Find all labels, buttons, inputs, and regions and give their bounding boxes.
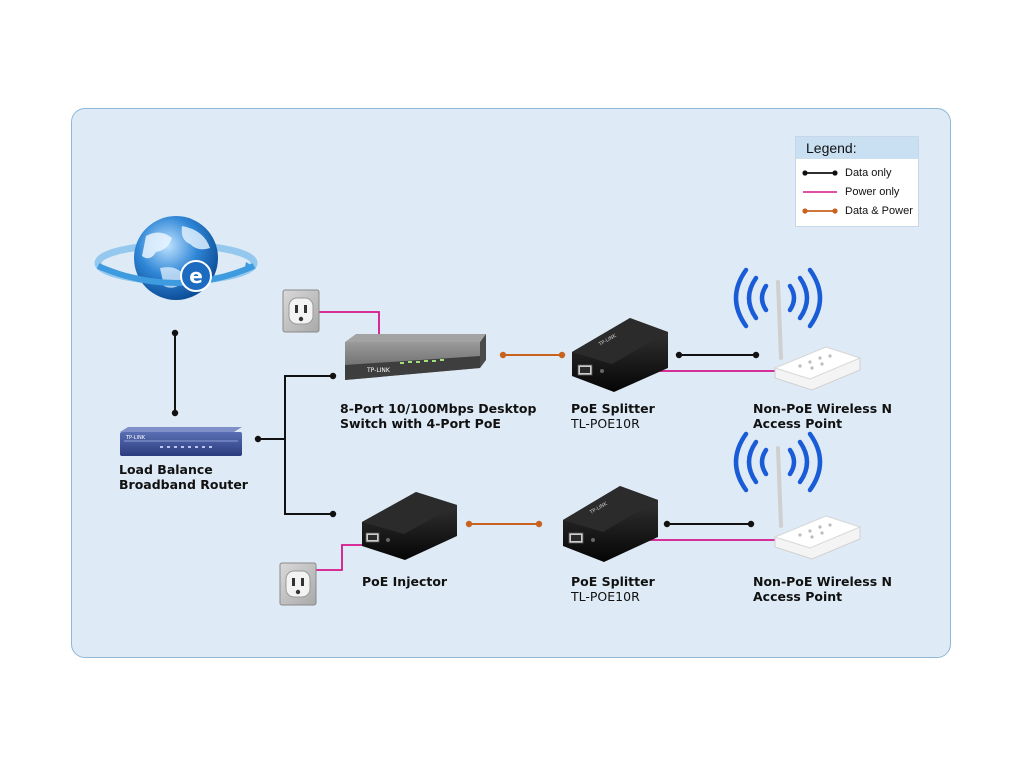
legend-data-power-label: Data & Power xyxy=(845,205,913,217)
data-link-router-injector xyxy=(284,439,337,518)
data-link-router-switch xyxy=(254,372,337,443)
data-link-splitter-top-ap xyxy=(675,351,760,359)
legend: Legend: Data only Power only Data & Powe… xyxy=(795,136,919,227)
data-link-splitter-bottom-ap xyxy=(663,520,755,528)
poe-splitter-bottom-icon: TP-LINK xyxy=(563,486,658,562)
ap-bottom-label: Non-PoE Wireless N Access Point xyxy=(753,574,892,604)
switch-label: 8-Port 10/100Mbps Desktop Switch with 4-… xyxy=(340,401,536,431)
data-power-link-injector-splitter-bottom xyxy=(465,520,543,528)
data-power-link-switch-splitter-top xyxy=(499,351,566,359)
splitter-bottom-label: PoE Splitter TL-POE10R xyxy=(571,574,655,604)
power-outlet-bottom-icon xyxy=(279,562,317,606)
legend-data-only-label: Data only xyxy=(845,167,892,179)
splitter-bottom-label-line2: TL-POE10R xyxy=(571,589,640,604)
poe-injector-icon xyxy=(362,492,457,560)
router-label-line1: Load Balance xyxy=(119,462,213,477)
router-label: Load Balance Broadband Router xyxy=(119,462,248,492)
poe-switch-icon: TP-LINK xyxy=(345,334,486,380)
switch-brand: TP-LINK xyxy=(366,367,391,374)
switch-label-line2: Switch with 4-Port PoE xyxy=(340,416,501,431)
poe-splitter-top-icon: TP-LINK xyxy=(572,318,668,392)
injector-label-line1: PoE Injector xyxy=(362,574,448,589)
legend-item-data-power: Data & Power xyxy=(796,204,920,220)
legend-data-power-swatch xyxy=(802,208,838,214)
splitter-top-label-line1: PoE Splitter xyxy=(571,401,655,416)
ap-top-label: Non-PoE Wireless N Access Point xyxy=(753,401,892,431)
legend-item-data-only: Data only xyxy=(796,166,920,182)
router-label-line2: Broadband Router xyxy=(119,477,248,492)
router-brand: TP-LINK xyxy=(125,435,146,441)
splitter-bottom-label-line1: PoE Splitter xyxy=(571,574,655,589)
svg-text:e: e xyxy=(189,264,203,288)
internet-globe-icon: e xyxy=(94,216,258,300)
power-outlet-top-icon xyxy=(282,289,320,333)
legend-power-only-swatch xyxy=(803,191,837,193)
data-link-globe-router xyxy=(171,329,179,417)
legend-title: Legend: xyxy=(796,137,918,159)
legend-item-power-only: Power only xyxy=(796,185,920,201)
access-point-bottom-icon xyxy=(733,431,862,560)
wifi-signal-top-icon xyxy=(733,267,823,329)
power-link-outlet-switch xyxy=(315,311,380,338)
ap-top-label-line1: Non-PoE Wireless N xyxy=(753,401,892,416)
splitter-top-label-line2: TL-POE10R xyxy=(571,416,640,431)
legend-power-only-label: Power only xyxy=(845,186,900,198)
switch-label-line1: 8-Port 10/100Mbps Desktop xyxy=(340,401,537,416)
injector-label: PoE Injector xyxy=(362,574,447,589)
wifi-signal-bottom-icon xyxy=(733,431,823,493)
ap-bottom-label-line2: Access Point xyxy=(753,589,843,604)
ap-bottom-label-line1: Non-PoE Wireless N xyxy=(753,574,892,589)
splitter-top-label: PoE Splitter TL-POE10R xyxy=(571,401,655,431)
access-point-top-icon xyxy=(733,267,862,391)
load-balance-router-icon: TP-LINK xyxy=(120,427,242,456)
power-link-outlet-injector xyxy=(312,544,366,571)
legend-data-only-swatch xyxy=(802,170,838,176)
ap-top-label-line2: Access Point xyxy=(753,416,843,431)
